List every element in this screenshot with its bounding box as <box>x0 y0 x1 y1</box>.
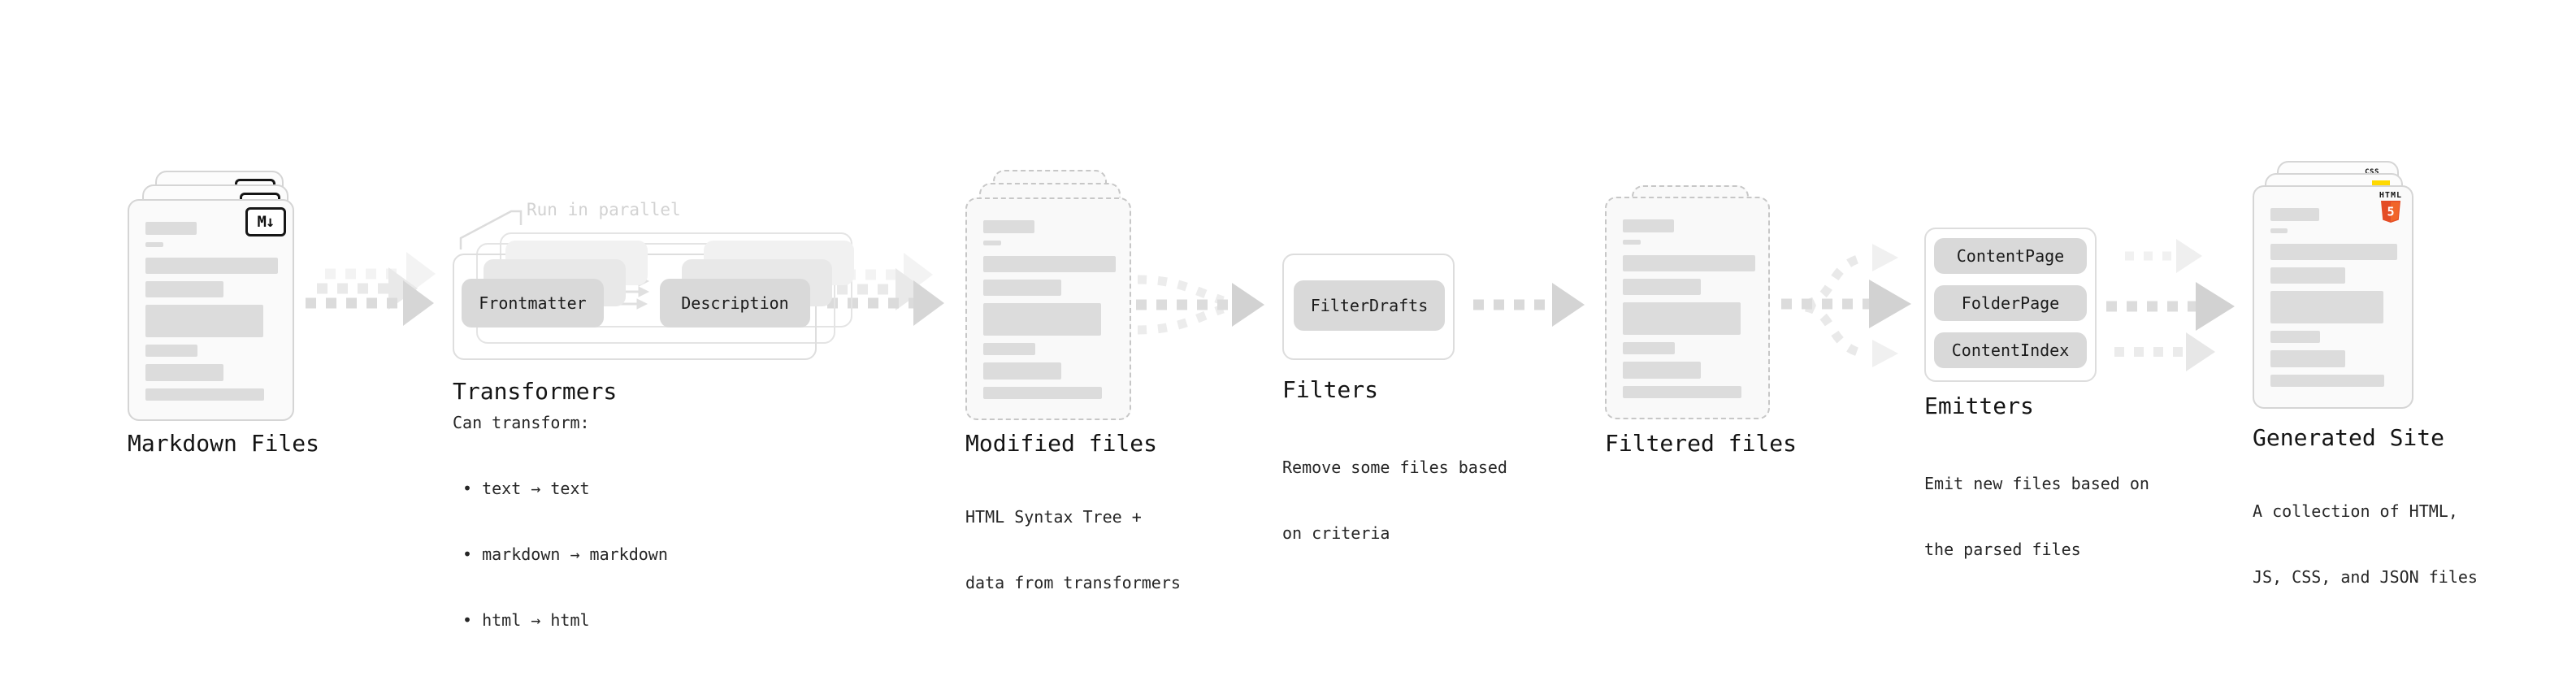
generated-site-caption: A collection of HTML, JS, CSS, and JSON … <box>2253 457 2478 632</box>
doc-text-line <box>145 242 163 247</box>
doc-text-line <box>2270 267 2345 284</box>
doc-text-line <box>1623 386 1741 398</box>
filterdrafts-chip: FilterDrafts <box>1294 280 1445 331</box>
run-in-parallel-note: Run in parallel <box>527 200 681 219</box>
caption-line: data from transformers <box>965 573 1181 592</box>
caption-line: JS, CSS, and JSON files <box>2253 567 2478 587</box>
doc-text-line <box>1623 302 1741 335</box>
doc-text-line <box>2270 350 2345 367</box>
arrow-emitters-to-generated <box>2106 239 2235 371</box>
doc-content-lines <box>967 199 1130 399</box>
doc-text-line <box>2270 375 2384 387</box>
doc-text-line <box>983 362 1061 380</box>
bullet-item: • markdown → markdown <box>462 544 668 564</box>
doc-text-line <box>145 388 264 401</box>
doc-content-lines <box>1607 198 1768 398</box>
doc-text-line <box>2270 331 2320 343</box>
modified-files-label: Modified files <box>965 430 1158 457</box>
doc-text-line <box>1623 240 1641 245</box>
arrow-transformers-to-modified <box>827 253 944 326</box>
html5-icon-word: HTML <box>2379 191 2402 200</box>
doc-text-line <box>145 258 278 274</box>
arrow-modified-to-filters <box>1136 275 1264 335</box>
filters-label: Filters <box>1282 376 1379 403</box>
doc-text-line <box>1623 342 1675 354</box>
caption-line: Remove some files based <box>1282 458 1507 477</box>
markdown-icon: M↓ <box>245 207 286 236</box>
transformers-bullet-list: • text → text • markdown → markdown • ht… <box>453 434 668 675</box>
markdown-doc-front: M↓ <box>128 199 294 421</box>
doc-text-line <box>983 387 1102 399</box>
contentpage-chip: ContentPage <box>1934 238 2087 274</box>
doc-text-line <box>2270 291 2383 323</box>
doc-content-lines <box>129 201 293 401</box>
contentindex-chip: ContentIndex <box>1934 332 2087 368</box>
filtered-doc-front <box>1605 197 1770 419</box>
emitters-label: Emitters <box>1924 393 2034 419</box>
doc-text-line <box>983 280 1061 296</box>
bullet-item: • text → text <box>462 479 590 498</box>
doc-text-line <box>983 241 1001 245</box>
doc-text-line <box>983 220 1034 233</box>
doc-text-line <box>983 256 1116 272</box>
doc-text-line <box>145 345 197 357</box>
doc-text-line <box>145 281 223 297</box>
frontmatter-chip: Frontmatter <box>462 279 604 327</box>
doc-text-line <box>2270 208 2319 221</box>
modified-files-caption: HTML Syntax Tree + data from transformer… <box>965 462 1181 638</box>
filters-caption: Remove some files based on criteria <box>1282 413 1507 588</box>
css-icon-label: CSS <box>2365 168 2379 176</box>
doc-content-lines <box>2254 187 2412 387</box>
generated-site-label: Generated Site <box>2253 424 2445 451</box>
doc-text-line <box>1623 279 1701 295</box>
doc-text-line <box>983 343 1035 355</box>
folderpage-chip: FolderPage <box>1934 285 2087 321</box>
doc-text-line <box>145 305 263 337</box>
arrow-filtered-to-emitters <box>1781 244 1911 367</box>
bullet-item: • html → html <box>462 610 590 630</box>
markdown-files-label: Markdown Files <box>128 430 320 457</box>
doc-text-line <box>145 222 197 235</box>
transformers-label: Transformers <box>453 378 618 405</box>
caption-line: on criteria <box>1282 523 1390 543</box>
filtered-files-label: Filtered files <box>1605 430 1798 457</box>
arrow-markdown-to-transformers <box>306 252 436 326</box>
generated-doc-front: HTML 5 <box>2253 185 2413 409</box>
doc-text-line <box>1623 255 1755 271</box>
arrow-filters-to-filtered <box>1473 283 1585 327</box>
caption-line: HTML Syntax Tree + <box>965 507 1142 527</box>
doc-text-line <box>1623 362 1701 379</box>
caption-line: A collection of HTML, <box>2253 501 2458 521</box>
doc-text-line <box>145 364 223 381</box>
transformers-caption-title: Can transform: <box>453 413 590 432</box>
html5-icon: HTML 5 <box>2379 192 2402 223</box>
doc-text-line <box>1623 219 1674 232</box>
doc-text-line <box>983 303 1101 336</box>
doc-text-line <box>2270 244 2397 260</box>
emitters-caption: Emit new files based on the parsed files <box>1924 429 2149 605</box>
html5-shield: 5 <box>2380 201 2400 223</box>
description-chip: Description <box>660 279 810 327</box>
run-in-parallel-leader <box>459 210 523 249</box>
svg-text:5: 5 <box>2387 205 2394 219</box>
caption-line: Emit new files based on <box>1924 474 2149 493</box>
doc-text-line <box>2270 228 2288 233</box>
caption-line: the parsed files <box>1924 540 2081 559</box>
modified-doc-front <box>965 197 1131 420</box>
